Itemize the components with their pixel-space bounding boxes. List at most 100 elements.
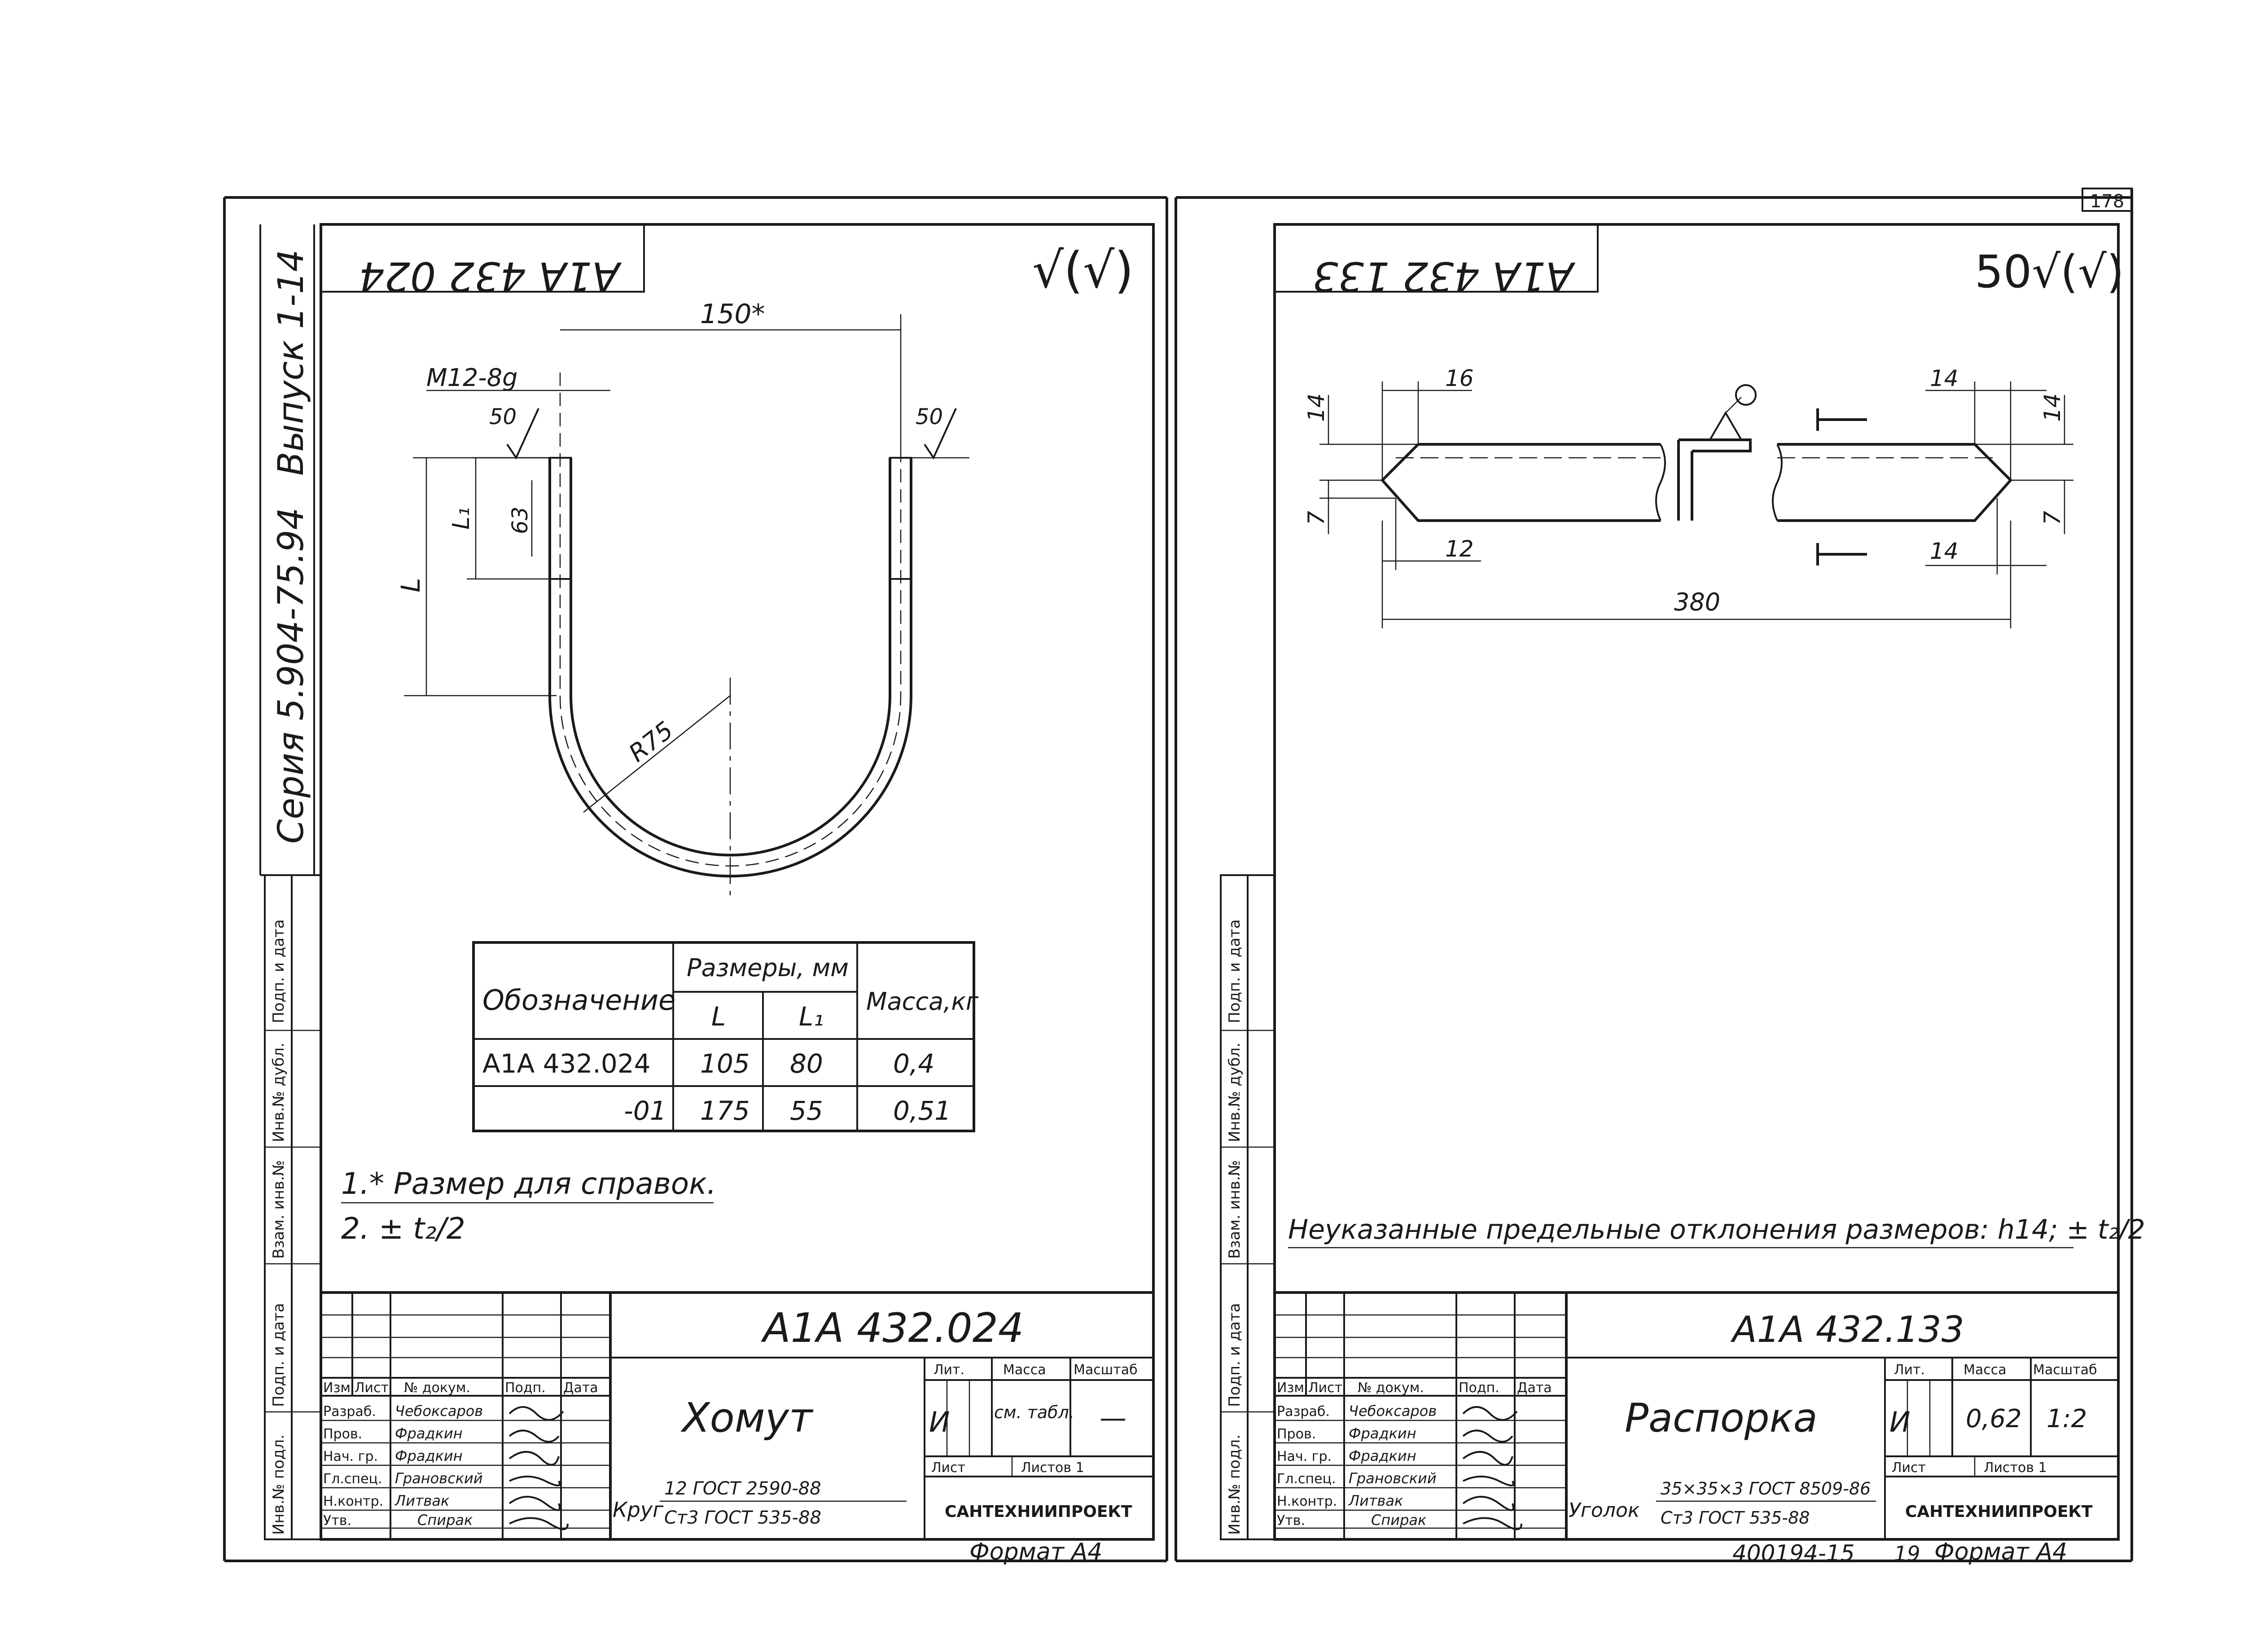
right-stamp-index: 19 [1894, 1542, 1920, 1566]
dim-thread: М12-8g [426, 364, 517, 392]
right-corner-code: А1А 432 133 [1312, 253, 1575, 300]
right-tb-role-6: Утв. [1277, 1513, 1305, 1529]
left-tb-person-6: Спирак [417, 1512, 473, 1529]
left-tb-role-1: Разраб. [323, 1404, 376, 1420]
table-row-2-L1: 55 [790, 1095, 823, 1126]
right-tb-scale-value: 1:2 [2047, 1404, 2087, 1433]
series-strip: Серия 5.904-75.94 Выпуск 1-14 [259, 224, 315, 876]
right-tb-scale-label: Масштаб [2033, 1362, 2097, 1378]
side-stamp-left: Подп. и дата Инв.№ дубл. Взам. инв.№ Под… [264, 874, 322, 1540]
table-header-L1: L₁ [799, 1001, 824, 1032]
right-tb-code: А1А 432.133 [1730, 1309, 1964, 1350]
right-tb-lit-label: Лит. [1894, 1362, 1925, 1378]
right-signatures [1462, 1406, 1522, 1530]
right-tb-lit-value: И [1889, 1406, 1910, 1438]
left-tb-material-bottom: Ст3 ГОСТ 535-88 [664, 1507, 821, 1528]
left-tb-organization: САНТЕХНИИПРОЕКТ [945, 1503, 1132, 1521]
u-bolt-drawing: R75 150* М12-8g 50 50 L L₁ 6 [395, 298, 969, 902]
left-tb-role-6: Утв. [323, 1513, 351, 1529]
table-row-2-mass: 0,51 [893, 1095, 951, 1126]
right-tb-material-top: 35×35×3 ГОСТ 8509-86 [1661, 1479, 1871, 1499]
left-note-2: 2. ± t₂/2 [341, 1211, 465, 1246]
table-row-2-L: 175 [700, 1095, 750, 1126]
left-tb-person-3: Фрадкин [395, 1447, 463, 1464]
side-stamp-right: Подп. и дата Инв.№ дубл. Взам. инв.№ Под… [1220, 874, 1275, 1540]
left-tb-person-1: Чебоксаров [395, 1402, 483, 1420]
dim-7-left: 7 [1303, 511, 1329, 525]
left-tb-person-4: Грановский [395, 1470, 483, 1487]
dim-14-left: 14 [1303, 393, 1329, 422]
left-tb-head-4: Подп. [505, 1380, 546, 1396]
side-cell-r4: Подп. и дата [1226, 1303, 1244, 1407]
left-tb-material-top: 12 ГОСТ 2590-88 [664, 1478, 821, 1499]
right-tb-head-1: Изм. [1277, 1380, 1309, 1396]
right-tb-role-2: Пров. [1277, 1426, 1316, 1442]
left-tb-head-1: Изм. [323, 1380, 355, 1396]
left-tb-lit-label: Лит. [934, 1362, 964, 1378]
table-header-sizes: Размеры, мм [687, 954, 849, 982]
left-tb-scale-label: Масштаб [1074, 1362, 1138, 1378]
right-tb-role-3: Нач. гр. [1277, 1449, 1332, 1464]
right-tb-name: Распорка [1625, 1395, 1818, 1441]
left-title-block: Изм. Лист № докум. Подп. Дата Разраб. Пр… [320, 1291, 1155, 1541]
right-tb-mass-label: Масса [1964, 1362, 2007, 1378]
table-row-1-L1: 80 [790, 1048, 823, 1079]
right-tb-role-5: Н.контр. [1277, 1494, 1337, 1509]
left-tb-mass-value: см. табл. [994, 1402, 1074, 1422]
side-cell-4: Подп. и дата [270, 1303, 288, 1407]
right-note: Неуказанные предельные отклонения размер… [1288, 1214, 2145, 1245]
left-note-1: 1.* Размер для справок. [341, 1166, 716, 1201]
left-corner-code: А1А 432 024 [359, 253, 622, 300]
dim-16: 16 [1445, 365, 1474, 391]
dim-63: 63 [508, 507, 533, 534]
left-format: Формат А4 [969, 1538, 1102, 1565]
side-cell-r1: Подп. и дата [1226, 919, 1244, 1023]
left-tb-role-3: Нач. гр. [323, 1449, 378, 1464]
right-tb-material-bottom: Ст3 ГОСТ 535-88 [1661, 1508, 1810, 1528]
right-tb-mass-value: 0,62 [1966, 1404, 2022, 1433]
right-tb-role-1: Разраб. [1277, 1404, 1330, 1420]
right-title-block: Изм. Лист № докум. Подп. Дата Разраб. Пр… [1273, 1291, 2120, 1541]
right-tb-person-6: Спирак [1371, 1512, 1427, 1529]
right-tb-person-4: Грановский [1349, 1470, 1437, 1487]
right-stamp-number: 400194-15 [1732, 1540, 1855, 1566]
left-tb-person-5: Литвак [394, 1492, 450, 1509]
dimension-table: Обозначение Размеры, мм L L₁ Масса,кг А1… [472, 941, 979, 1132]
left-sheet: А1А 432 024 √(√) R75 [320, 223, 1155, 1565]
left-tb-scale-value: — [1100, 1402, 1126, 1434]
left-tb-head-5: Дата [563, 1380, 598, 1396]
left-tb-person-2: Фрадкин [395, 1425, 463, 1442]
left-tb-role-4: Гл.спец. [323, 1471, 382, 1487]
left-tb-name: Хомут [680, 1394, 814, 1442]
page-number-box: 178 [2082, 188, 2133, 212]
right-tb-person-3: Фрадкин [1349, 1447, 1416, 1464]
left-tb-sheets-label: Листов 1 [1021, 1460, 1084, 1476]
dim-7-right: 7 [2039, 511, 2065, 525]
table-row-2-designation: -01 [624, 1095, 666, 1126]
side-cell-2: Инв.№ дубл. [270, 1043, 288, 1142]
right-tb-organization: САНТЕХНИИПРОЕКТ [1905, 1503, 2093, 1521]
dim-radius: R75 [623, 716, 679, 767]
right-tb-head-5: Дата [1517, 1380, 1552, 1396]
side-cell-r3: Взам. инв.№ [1226, 1160, 1244, 1259]
right-tb-role-4: Гл.спец. [1277, 1471, 1336, 1487]
outer-frame [223, 188, 2133, 1562]
right-sheet: А1А 432 133 50√(√) [1273, 223, 2145, 1566]
side-cell-r5: Инв.№ подл. [1226, 1434, 1244, 1535]
dim-12: 12 [1445, 536, 1474, 562]
right-roughness-general: 50√(√) [1975, 245, 2124, 298]
left-signatures [508, 1406, 569, 1530]
dim-L1: L₁ [448, 507, 475, 530]
right-tb-person-1: Чебоксаров [1349, 1402, 1437, 1420]
right-format: Формат А4 [1934, 1538, 2067, 1565]
left-tb-mass-label: Масса [1003, 1362, 1046, 1378]
left-tb-sheet-label: Лист [931, 1460, 965, 1476]
table-row-1-L: 105 [700, 1048, 750, 1079]
left-roughness-general: √(√) [1032, 241, 1134, 299]
right-tb-sheet-label: Лист [1892, 1460, 1926, 1476]
table-row-1-mass: 0,4 [893, 1048, 934, 1079]
left-tb-lit-value: И [929, 1406, 950, 1438]
table-row-1-designation: А1А 432.024 [482, 1048, 651, 1079]
side-cell-5: Инв.№ подл. [270, 1434, 288, 1535]
